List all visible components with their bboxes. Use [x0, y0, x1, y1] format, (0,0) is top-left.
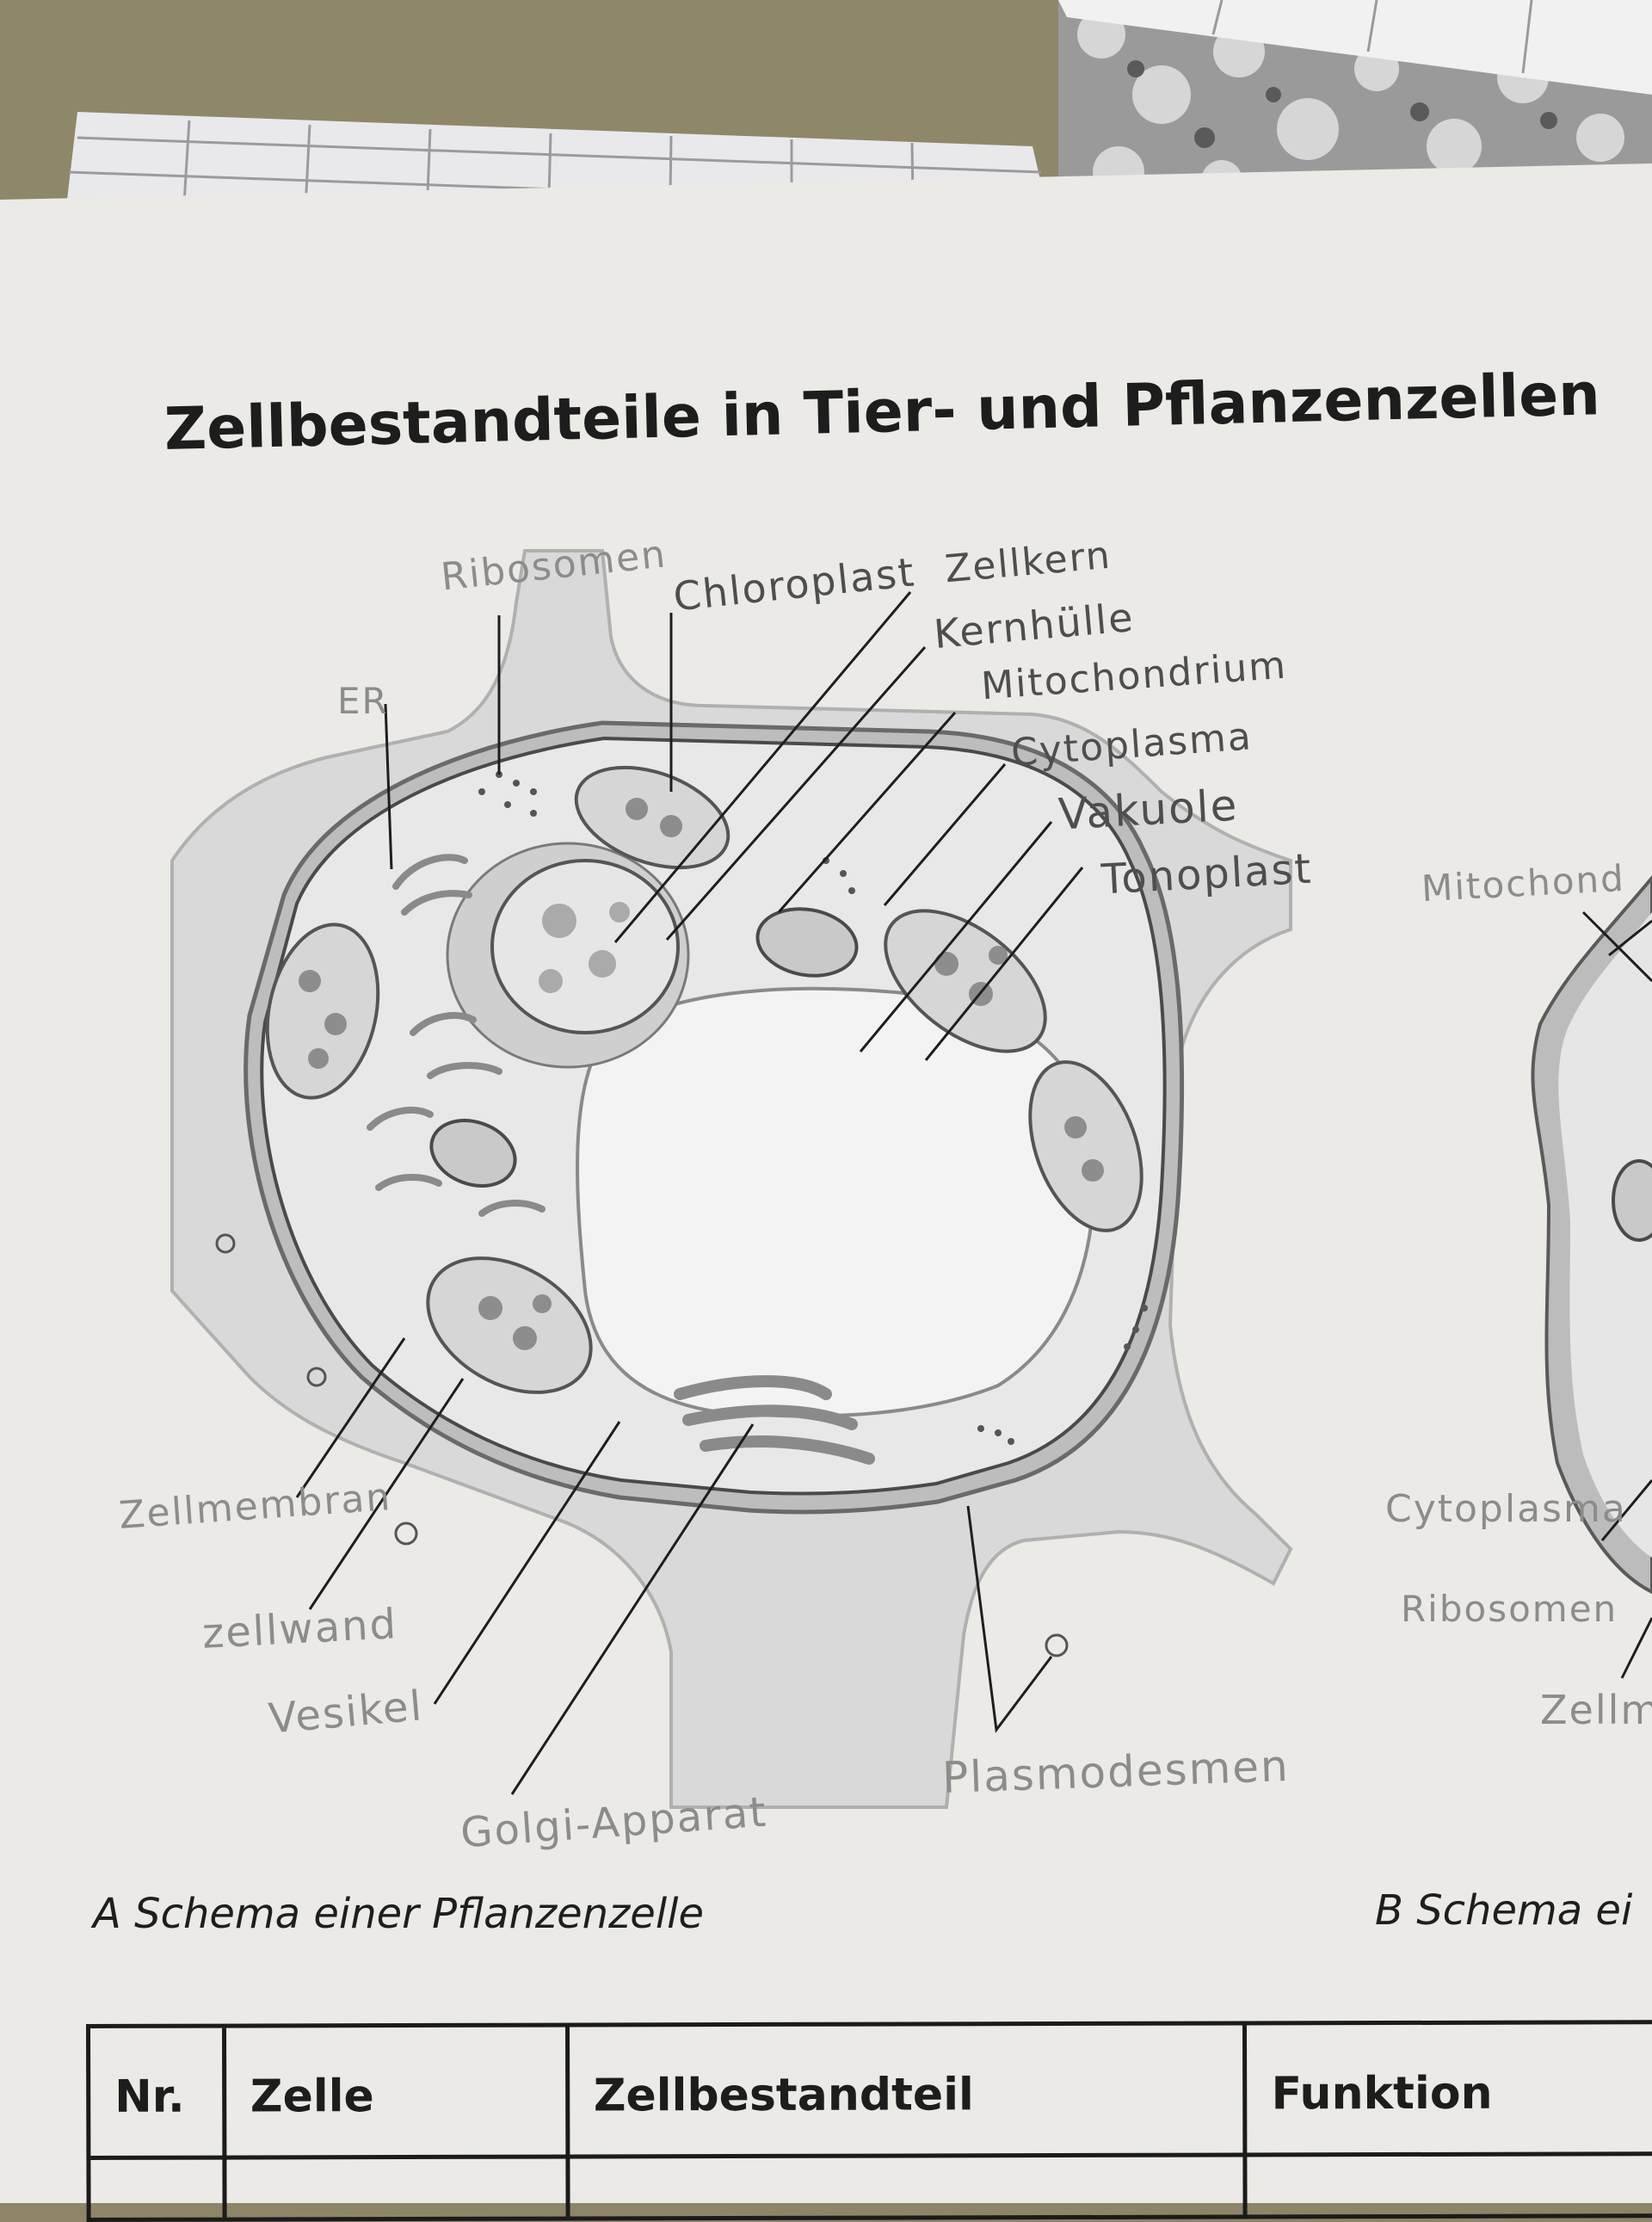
label-vakuole: Vakuole — [1057, 780, 1240, 840]
leader-cytoplasma — [883, 763, 1007, 906]
table-header-funktion: Funktion — [1271, 2067, 1493, 2120]
leader-lines — [295, 591, 1084, 1795]
leader-kernhuelle — [665, 646, 927, 941]
table-header-nr: Nr. — [90, 2028, 227, 2218]
right-label-cytoplasma: Cytoplasma — [1385, 1487, 1627, 1531]
animal-cell-fragment — [1531, 874, 1652, 1679]
leader-tonoplast — [924, 867, 1084, 1061]
right-label-zellm: Zellm — [1540, 1687, 1652, 1733]
leader-er — [384, 703, 393, 870]
leader-vesikel — [433, 1421, 621, 1705]
right-label-ribosomen: Ribosomen — [1401, 1588, 1618, 1630]
leader-vakuole — [859, 821, 1053, 1052]
label-er: ER — [337, 680, 389, 722]
label-zellwand: zellwand — [200, 1600, 399, 1658]
leader-zellkern — [613, 591, 912, 943]
leader-zellmembran — [295, 1337, 406, 1498]
table-header-zelle: Zelle — [225, 2027, 570, 2218]
leader-golgi — [510, 1423, 755, 1795]
caption-b: B Schema ei — [1375, 1886, 1633, 1935]
plant-cell-diagram — [170, 549, 1293, 1809]
leader-mitochondrium — [777, 712, 957, 913]
leader-plasmodesmen — [966, 1505, 1053, 1733]
table-header-zellbestandteil: Zellbestandteil — [569, 2025, 1248, 2217]
answer-table: Nr. Zelle Zellbestandteil Funktion — [86, 2020, 1652, 2222]
caption-a: A Schema einer Pflanzenzelle — [93, 1890, 705, 1938]
leader-zellwand — [308, 1378, 465, 1610]
